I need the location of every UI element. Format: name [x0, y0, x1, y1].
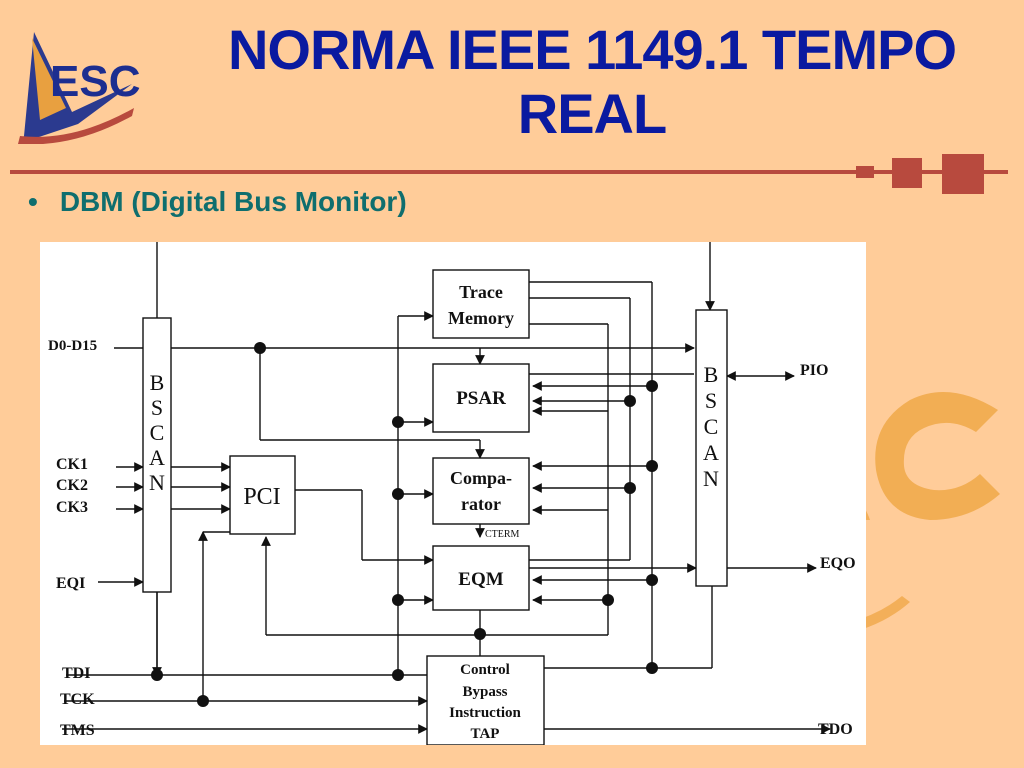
title-line-2: REAL — [517, 82, 667, 145]
ctrl-label-2: Bypass — [462, 684, 507, 700]
bullet-text: DBM (Digital Bus Monitor) — [59, 186, 407, 217]
bscan-right-letter: B — [704, 362, 719, 387]
bscan-left-letter: A — [149, 445, 165, 470]
title-rule — [10, 154, 1008, 194]
eqm-label: EQM — [458, 569, 503, 590]
label-tck: TCK — [60, 691, 95, 708]
slide-title: NORMA IEEE 1149.1 TEMPO REAL — [160, 18, 1024, 146]
label-ck3: CK3 — [56, 499, 88, 516]
bscan-left-letter: B — [150, 370, 165, 395]
psar-block — [432, 363, 530, 433]
bscan-right-letter: S — [705, 388, 717, 413]
bscan-right-block — [695, 309, 728, 587]
pci-block — [229, 455, 296, 535]
comparator-block — [432, 457, 530, 525]
trace-label-1: Trace — [459, 282, 503, 302]
title-line-1: NORMA IEEE 1149.1 TEMPO — [227, 18, 957, 81]
bscan-left-letter: N — [149, 470, 165, 495]
label-eqo: EQO — [820, 555, 856, 572]
label-ck2: CK2 — [56, 477, 88, 494]
ctrl-label-1: Control — [460, 662, 510, 678]
control-tap-block — [426, 655, 545, 745]
label-tdo: TDO — [818, 721, 853, 738]
comp-label-2: rator — [461, 494, 501, 514]
comp-label-1: Compa- — [450, 468, 512, 488]
ctrl-label-3: Instruction — [449, 705, 521, 721]
bscan-left-block — [142, 317, 172, 593]
esc-logo: ESC — [18, 32, 140, 144]
dbm-block-diagram: PCI Trace Memory PSAR Compa- rator EQM C… — [40, 242, 866, 745]
bscan-left-letter: C — [150, 420, 165, 445]
label-pio: PIO — [800, 362, 828, 379]
bscan-right-letter: N — [703, 466, 719, 491]
bullet-item: • DBM (Digital Bus Monitor) — [28, 186, 407, 218]
junction-dots — [151, 342, 658, 707]
diagram-canvas: PCI Trace Memory PSAR Compa- rator EQM C… — [48, 242, 856, 745]
logo-text: ESC — [50, 57, 140, 106]
label-tdi: TDI — [62, 665, 90, 682]
bscan-right-letter: C — [704, 414, 719, 439]
label-tms: TMS — [60, 722, 95, 739]
ctrl-label-4: TAP — [471, 726, 500, 742]
label-ck1: CK1 — [56, 456, 88, 473]
psar-label: PSAR — [456, 388, 506, 409]
pci-label: PCI — [243, 484, 280, 510]
eqm-block — [432, 545, 530, 611]
label-eqi: EQI — [56, 575, 85, 592]
bscan-left-letter: S — [151, 395, 163, 420]
trace-label-2: Memory — [448, 308, 514, 328]
trace-memory-block — [432, 269, 530, 339]
label-d0-d15: D0-D15 — [48, 338, 97, 354]
label-cterm: CTERM — [485, 529, 520, 540]
bullet-dot: • — [28, 186, 38, 217]
bscan-right-letter: A — [703, 440, 719, 465]
